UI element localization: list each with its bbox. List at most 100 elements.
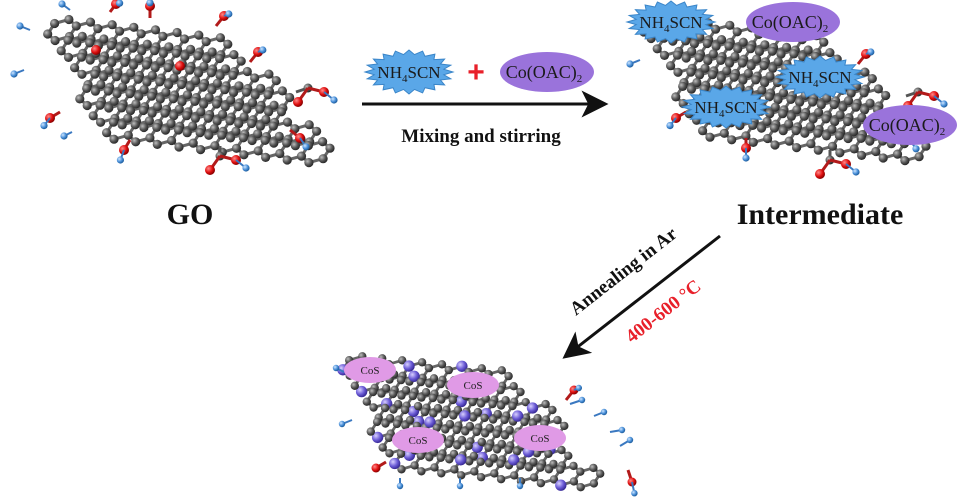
carbon-atom: [822, 93, 832, 103]
plus-sign: +: [467, 56, 485, 89]
carbon-atom: [50, 18, 60, 29]
carbon-atom: [118, 82, 128, 92]
carbon-atom: [277, 86, 287, 96]
carbon-atom: [914, 152, 924, 162]
carbon-atom: [860, 105, 870, 115]
hydrogen-atom: [332, 364, 340, 372]
carbon-atom: [247, 118, 257, 129]
carbon-atom: [234, 119, 244, 129]
carbon-atom: [450, 465, 459, 474]
carbon-atom: [250, 90, 260, 100]
carbon-atom: [521, 398, 530, 407]
carbon-atom: [215, 33, 225, 43]
carbon-atom: [72, 38, 82, 48]
carbon-atom: [95, 100, 105, 110]
carbon-atom: [396, 375, 406, 385]
thiocyanate-burst: NH4SCN: [774, 55, 866, 99]
carbon-atom: [857, 112, 867, 123]
carbon-atom: [217, 130, 227, 140]
carbon-atom: [366, 427, 375, 436]
carbon-atom: [727, 135, 737, 145]
carbon-atom: [457, 435, 467, 445]
carbon-atom: [700, 63, 710, 73]
carbon-atom: [433, 403, 443, 413]
carbon-atom: [417, 467, 426, 476]
hydrogen-atom: [10, 70, 18, 78]
carbon-atom: [792, 143, 802, 153]
starburst-shape: [774, 55, 866, 99]
carbon-atom: [134, 91, 144, 101]
carbon-atom: [229, 50, 239, 60]
carbon-atom: [714, 80, 724, 90]
carbon-atom: [533, 413, 542, 423]
carbon-atom: [724, 41, 734, 51]
carbon-atom: [541, 399, 550, 409]
carbon-atom: [717, 35, 727, 45]
carbon-atom: [193, 51, 203, 61]
carbon-atom: [212, 116, 222, 126]
carbon-atom: [792, 105, 802, 115]
carbon-atom: [589, 479, 599, 488]
hydrogen-atom: [516, 482, 524, 490]
carbon-atom: [489, 453, 498, 463]
cos-label: CoS: [531, 433, 550, 445]
carbon-atom: [239, 150, 249, 160]
carbon-atom: [191, 76, 201, 86]
thiocyanate-label: NH4SCN: [694, 98, 757, 120]
carbon-atom: [168, 94, 178, 104]
carbon-atom: [756, 123, 767, 133]
carbon-atom: [109, 134, 119, 144]
carbon-atom: [549, 459, 558, 469]
oxygen-atom: [205, 165, 215, 175]
cos-label: CoS: [361, 365, 380, 377]
carbon-atom: [589, 463, 598, 473]
carbon-atom: [493, 409, 502, 419]
carbon-atom: [276, 107, 287, 117]
carbon-atom: [161, 87, 171, 97]
carbon-atom: [760, 40, 770, 50]
carbon-atom: [176, 79, 187, 90]
hydrogen-atom: [116, 156, 124, 164]
hydrogen-atom: [58, 0, 66, 8]
carbon-atom: [730, 51, 740, 62]
carbon-atom: [440, 409, 449, 419]
carbon-atom: [71, 21, 81, 31]
carbon-atom: [186, 44, 196, 55]
carbon-atom: [708, 49, 719, 59]
carbon-atom: [225, 133, 236, 143]
carbon-atom: [220, 102, 230, 112]
carbon-atom: [401, 386, 411, 395]
carbon-atom: [729, 72, 739, 82]
nitrogen-atom: [389, 457, 401, 470]
carbon-atom: [77, 69, 87, 79]
carbon-atom: [133, 74, 143, 84]
carbon-atom: [770, 140, 780, 150]
carbon-atom: [164, 80, 174, 90]
carbon-atom: [195, 128, 205, 138]
carbon-atom: [43, 29, 53, 39]
carbon-atom: [218, 109, 228, 119]
nitrogen-atom: [424, 416, 436, 428]
carbon-atom: [282, 155, 292, 165]
carbon-atom: [389, 405, 398, 414]
carbon-atom: [695, 70, 705, 80]
carbon-atom: [155, 94, 165, 104]
carbon-atom: [711, 41, 721, 51]
carbon-atom: [220, 85, 230, 95]
carbon-atom: [878, 153, 888, 163]
oxygen-atom: [815, 169, 825, 179]
carbon-atom: [453, 405, 463, 415]
carbon-atom: [271, 76, 281, 86]
carbon-atom: [190, 113, 200, 123]
carbon-atom: [416, 451, 426, 460]
carbon-atom: [107, 20, 117, 30]
carbon-atom: [173, 125, 184, 135]
carbon-atom: [469, 451, 479, 461]
carbon-atom: [194, 30, 204, 40]
intermediate-label: Intermediate: [737, 198, 904, 231]
carbon-atom: [117, 120, 127, 130]
carbon-atom: [821, 131, 832, 141]
carbon-atom: [719, 128, 729, 138]
carbon-atom: [484, 443, 493, 452]
carbon-atom: [816, 100, 826, 110]
